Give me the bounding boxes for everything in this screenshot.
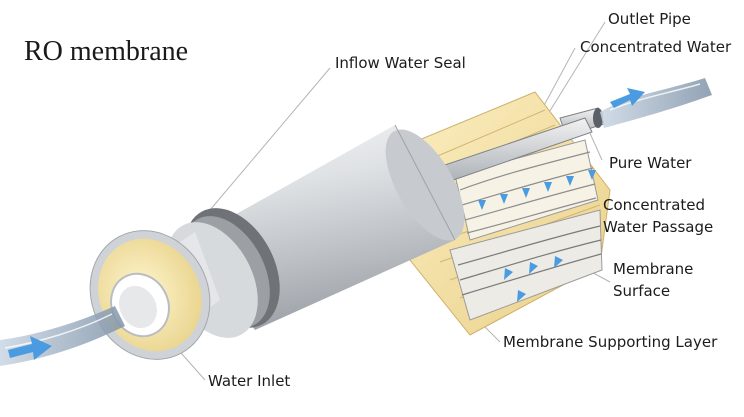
label-membrane-supporting-layer: Membrane Supporting Layer bbox=[503, 333, 718, 351]
label-concentrated-water: Concentrated Water bbox=[580, 38, 732, 56]
label-pure-water: Pure Water bbox=[609, 154, 692, 172]
label-water-inlet: Water Inlet bbox=[208, 372, 291, 390]
label-membrane-surface-line1: Membrane bbox=[613, 260, 694, 278]
label-outlet-pipe: Outlet Pipe bbox=[608, 10, 691, 28]
page-title: RO membrane bbox=[24, 36, 189, 67]
membrane-roll bbox=[394, 91, 611, 336]
label-concentrated-water-passage-line2: Water Passage bbox=[603, 218, 714, 236]
label-membrane-surface: Membrane Surface bbox=[613, 258, 693, 302]
water-inlet-arrow bbox=[8, 336, 52, 360]
label-inflow-water-seal: Inflow Water Seal bbox=[335, 54, 466, 72]
front-end-cap bbox=[89, 230, 220, 360]
water-inlet-stream bbox=[0, 306, 125, 366]
label-concentrated-water-passage-line1: Concentrated bbox=[603, 196, 706, 214]
label-concentrated-water-passage: Concentrated Water Passage bbox=[603, 194, 713, 238]
label-membrane-surface-line2: Surface bbox=[613, 282, 671, 300]
pure-water-arrow bbox=[610, 88, 645, 108]
